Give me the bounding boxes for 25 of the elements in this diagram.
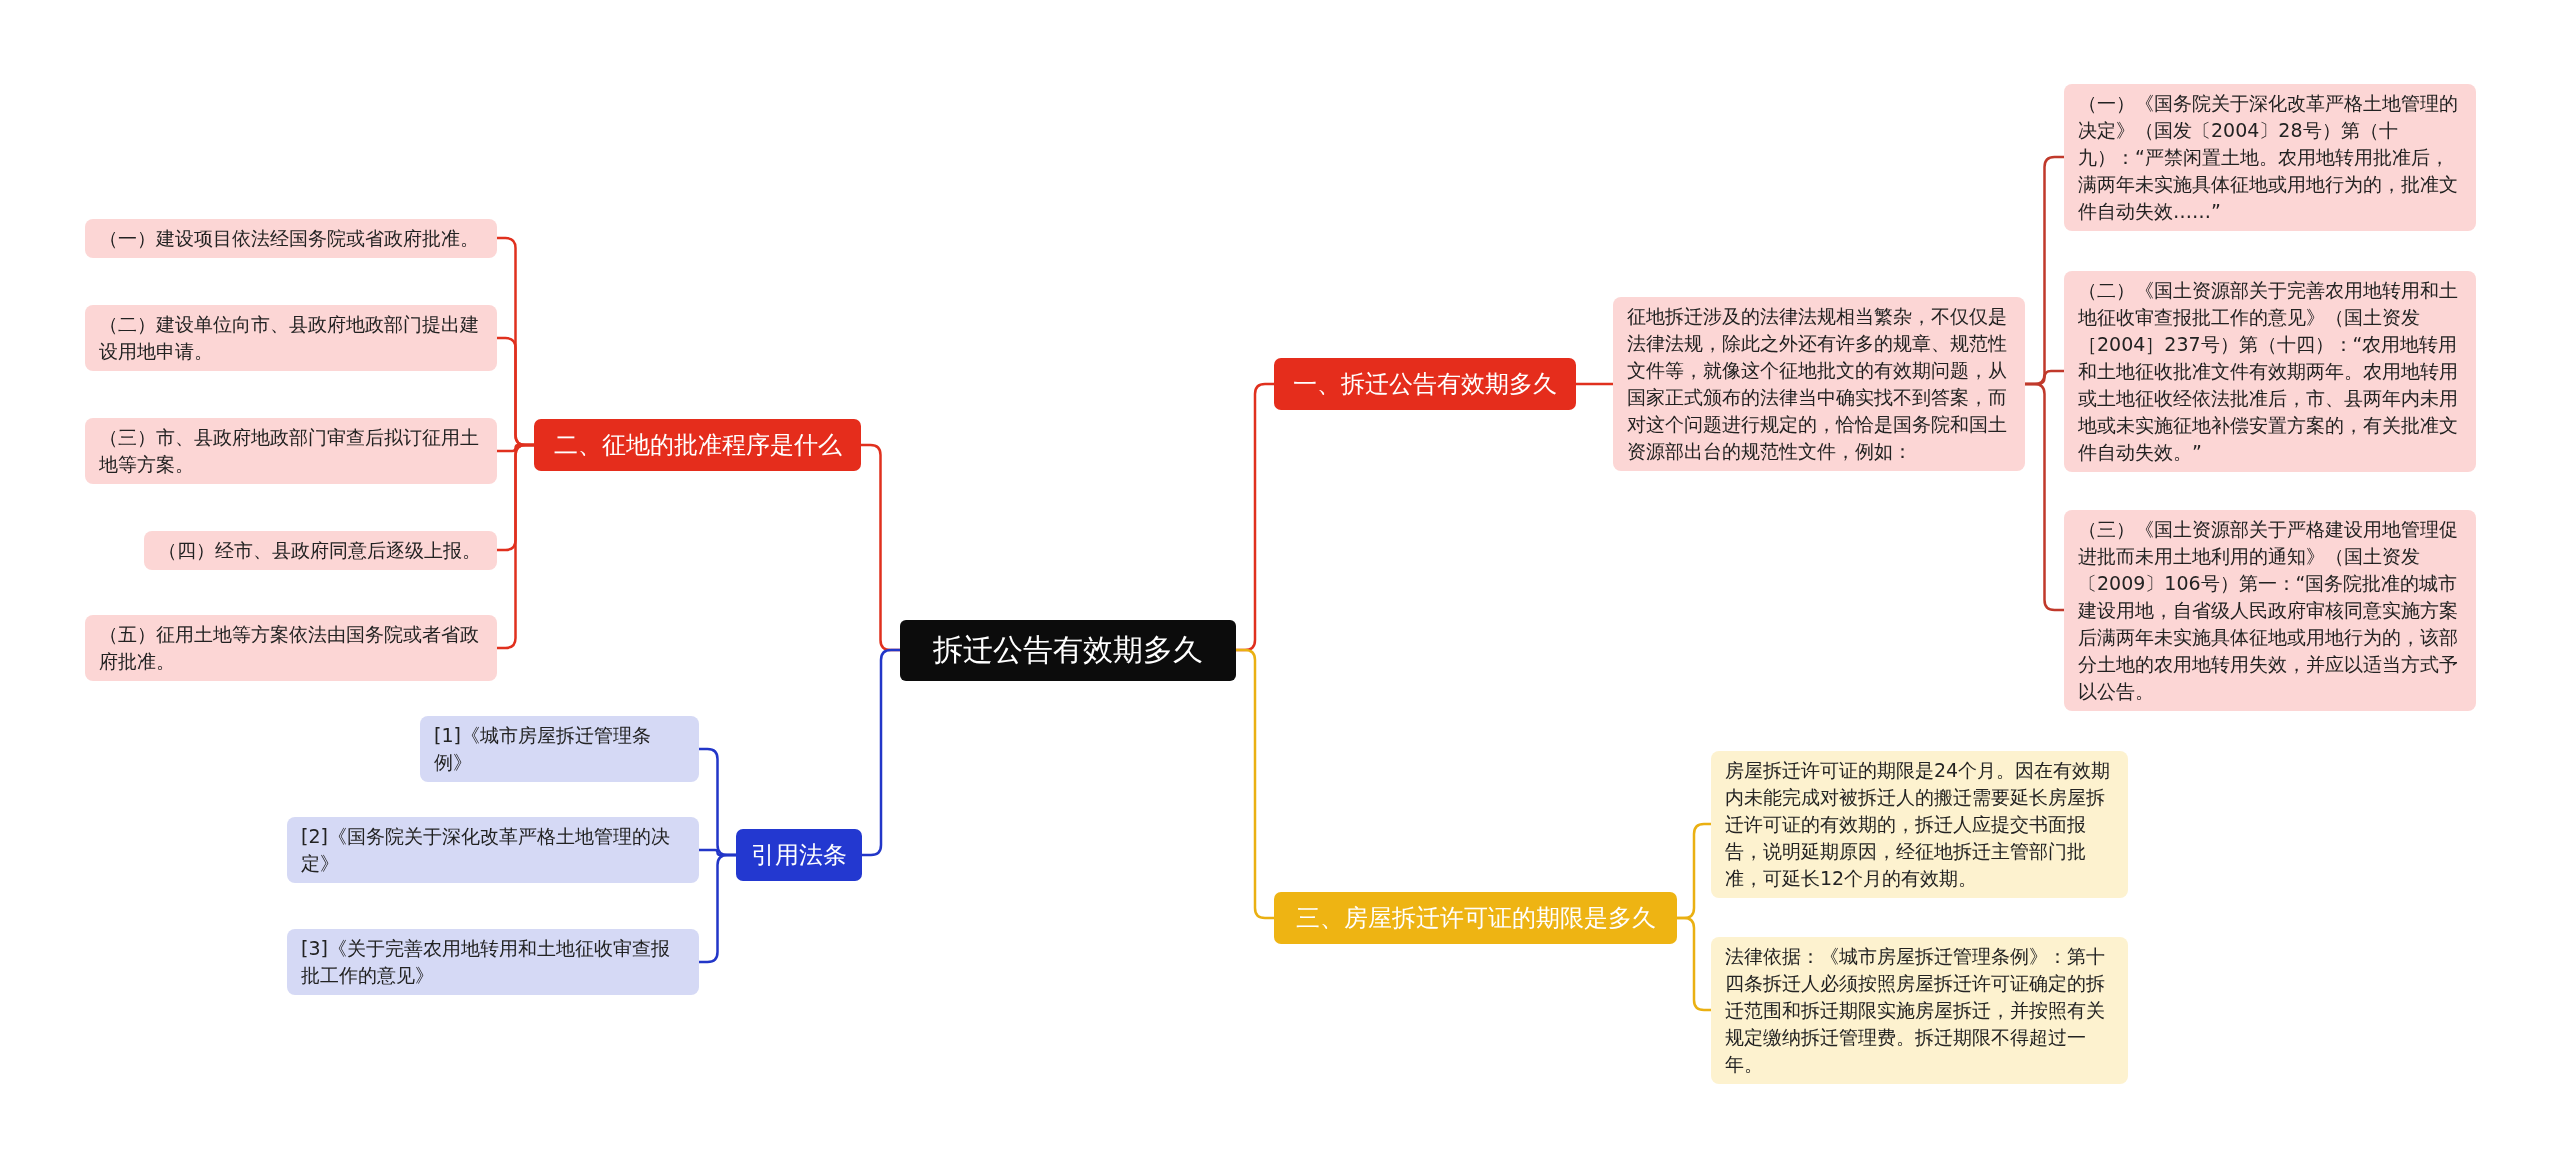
text-card: （四）经市、县政府同意后逐级上报。 <box>144 530 497 570</box>
connector-line <box>1576 382 1613 386</box>
branch-topic: 一、拆迁公告有效期多久 <box>1274 358 1576 410</box>
text-card: （三）《国土资源部关于严格建设用地管理促进批而未用土地利用的通知》（国土资发〔2009〕106号）第一：“国务院批准的城市建设用地，自省级人民政府审核同意实施方案后满两年未实施具体征地或用地行为的，该部分土地的农用地转用失效，并应以适当方式予以公告。 <box>2064 509 2476 711</box>
branch-topic: 引用法条 <box>736 829 862 881</box>
text-card: （二）建设单位向市、县政府地政部门提出建设用地申请。 <box>85 305 497 371</box>
text-card: （二）《国土资源部关于完善农用地转用和土地征收审查报批工作的意见》（国土资发［2004］237号）第（十四）：“农用地转用和土地征收批准文件有效期两年。农用地转用或土地征收经依法批准后，市、县两年内未用地或未实施征地补偿安置方案的，有关批准文件自动失效。” <box>2064 270 2476 472</box>
text-card: 法律依据：《城市房屋拆迁管理条例》：第十四条拆迁人必须按照房屋拆迁许可证确定的拆迁范围和拆迁期限实施房屋拆迁，并按照有关规定缴纳拆迁管理费。拆迁期限不得超过一年。 <box>1711 936 2128 1084</box>
reference-card: [1]《城市房屋拆迁管理条例》 <box>420 716 699 782</box>
text-card: （五）征用土地等方案依法由国务院或者省政府批准。 <box>85 615 497 681</box>
connector-line <box>699 853 736 964</box>
text-card: （一）《国务院关于深化改革严格土地管理的决定》（国发〔2004〕28号）第（十九）：“严禁闲置土地。农用地转用批准后，满两年未实施具体征地或用地行为的，批准文件自动失效……” <box>2064 83 2476 231</box>
text-card: 房屋拆迁许可证的期限是24个月。因在有效期内未能完成对被拆迁人的搬迁需要延长房屋拆迁许可证的有效期的，拆迁人应提交书面报告，说明延期原因，经征地拆迁主管部门批准，可延长12个月的有效期。 <box>1711 750 2128 898</box>
connector-line <box>862 648 900 857</box>
central-topic: 拆迁公告有效期多久 <box>900 619 1236 681</box>
branch-topic: 三、房屋拆迁许可证的期限是多久 <box>1274 892 1677 944</box>
reference-card: [3]《关于完善农用地转用和土地征收审查报批工作的意见》 <box>287 929 699 995</box>
text-card: 征地拆迁涉及的法律法规相当繁杂，不仅仅是法律法规，除此之外还有许多的规章、规范性文件等，就像这个征地批文的有效期问题，从国家正式颁布的法律当中确实找不到答案，而对这个问题进行规定的，恰恰是国务院和国土资源部出台的规范性文件，例如： <box>1613 297 2025 471</box>
branch-topic: 二、征地的批准程序是什么 <box>534 419 861 471</box>
reference-card: [2]《国务院关于深化改革严格土地管理的决定》 <box>287 817 699 883</box>
text-card: （一）建设项目依法经国务院或省政府批准。 <box>85 218 497 258</box>
connector-line <box>1236 648 1274 920</box>
connector-line <box>497 443 534 650</box>
connector-line <box>2025 382 2064 612</box>
text-card: （三）市、县政府地政部门审查后拟订征用土地等方案。 <box>85 418 497 484</box>
